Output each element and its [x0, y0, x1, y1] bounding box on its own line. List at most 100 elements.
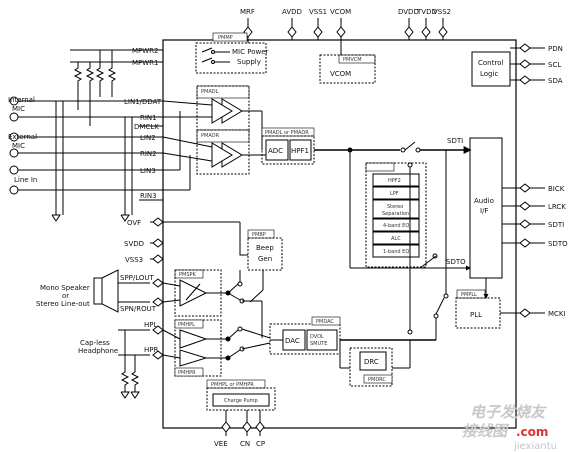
dsp-hpf2	[372, 173, 420, 187]
dsp-tag	[365, 162, 395, 172]
audio-if-label-2: I/F	[480, 207, 488, 215]
top-pins	[243, 18, 448, 55]
pmpll-tag-label: PMPLL	[461, 292, 477, 298]
audio-if-label-1: Audio	[474, 197, 494, 205]
pin-hpr: HPR	[144, 346, 158, 354]
input-amps	[162, 85, 266, 191]
dsp-eq4-label: 4-band EQ	[383, 223, 409, 229]
pin-lin3: LIN3	[140, 167, 156, 175]
hp-amp-block	[174, 319, 222, 377]
mic-power-switches	[201, 40, 249, 64]
pll-block	[455, 297, 501, 329]
pmadr-tag-label: PMADR	[201, 133, 220, 139]
pin-vss2: VSS2	[433, 8, 451, 16]
pin-cn: CN	[240, 440, 250, 448]
pmhpl-tag	[174, 319, 204, 329]
pin-svdd: SVDD	[124, 240, 144, 248]
external-mic-label-1: External	[8, 133, 37, 141]
pmhpl-tag-label: PMHPL	[178, 322, 195, 328]
sdti-path-label: SDTI	[447, 137, 463, 145]
sdto-path-label: SDTO	[446, 258, 466, 266]
adc-hpf-group	[261, 135, 315, 165]
dsp-alc	[372, 231, 420, 245]
dsp-eq1-label: 1-band EQ	[383, 249, 409, 255]
mic-jacks	[9, 96, 139, 195]
dsp-alc-label: ALC	[391, 236, 401, 242]
pin-sda: SDA	[548, 77, 563, 85]
pin-spn: SPN/ROUT	[120, 305, 157, 313]
hpf1-label: HPF1	[291, 147, 309, 155]
pmdrc-tag	[363, 374, 393, 384]
mic-power-block	[195, 42, 267, 74]
beep-gen-label-1: Beep	[256, 244, 274, 252]
pin-sdti: SDTI	[548, 221, 564, 229]
pll-label: PLL	[470, 311, 482, 319]
vcom-block	[319, 54, 376, 84]
headphone-label-1: Cap-less	[80, 339, 110, 347]
pin-vss3: VSS3	[125, 256, 143, 264]
pin-mpwr1: MPWR1	[132, 59, 159, 67]
speaker-label-3: Stereo Line-out	[36, 300, 90, 308]
drc-label: DRC	[364, 358, 379, 366]
pmspk-tag-label: PMSPK	[179, 272, 197, 278]
mic-bias-resistors	[51, 49, 163, 222]
pin-lrck: LRCK	[548, 203, 566, 211]
mic-power-label-1: MIC Power	[232, 48, 269, 56]
beep-gen-block	[247, 237, 283, 271]
mid-left-pins	[150, 217, 240, 264]
dsp-lpf	[372, 186, 420, 200]
external-mic-label-2: MIC	[12, 142, 25, 150]
pin-pdn: PDN	[548, 45, 563, 53]
internal-mic-label-1: Internal	[8, 96, 35, 104]
pin-vss1: VSS1	[309, 8, 327, 16]
dac-path	[270, 150, 449, 369]
pin-rin1: RIN1	[140, 114, 157, 122]
pin-mrf: MRF	[240, 8, 255, 16]
pin-rin3: RIN3	[140, 192, 157, 200]
headphone-wiring	[118, 325, 164, 399]
dvol-label-2: SMUTE	[310, 341, 327, 347]
pmhpr-tag-label: PMHPR	[178, 370, 196, 376]
watermark-line3: .com	[516, 425, 548, 439]
pin-tvdd: TVDD	[416, 8, 437, 16]
dsp-stereo	[372, 199, 420, 219]
drc-inner	[359, 351, 387, 371]
pin-mcki: MCKI	[548, 310, 566, 318]
watermark-line2: 接线图	[462, 422, 510, 440]
charge-pump-block	[206, 387, 276, 411]
pmmp-tag	[212, 32, 248, 42]
pin-dmclk: DMCLK	[134, 123, 159, 131]
dsp-lpf-label: LPF	[390, 191, 399, 197]
vcom-tag-label: PMVCM	[343, 57, 362, 63]
speaker-label-1: Mono Speaker	[40, 284, 90, 292]
chip-outline	[162, 39, 517, 429]
internal-mic-label-2: MIC	[12, 105, 25, 113]
pmbp-tag	[247, 229, 275, 239]
dsp-eq4	[372, 218, 420, 232]
pmadl-tag-label: PMADL	[201, 89, 219, 95]
pin-ovf: OVF	[127, 219, 141, 227]
pin-dvdd: DVDD	[398, 8, 419, 16]
pin-mpwr2: MPWR2	[132, 47, 159, 55]
hpf1-block	[289, 139, 312, 161]
cp-tag-label: PMHPL or PMHPR	[211, 382, 254, 388]
hpl-amp	[179, 329, 208, 349]
pmbp-tag-label: PMBP	[252, 232, 266, 238]
vcom-label: VCOM	[330, 70, 351, 78]
dsp-eq1	[372, 244, 420, 258]
pin-lin2: LIN2	[140, 134, 156, 142]
right-pins	[500, 43, 545, 318]
beep-gen-label-2: Gen	[258, 255, 272, 263]
pmmp-tag-label: PMMP	[218, 35, 233, 41]
adc-tag-label: PMADL or PMADR	[265, 130, 309, 136]
speaker-amp	[179, 279, 208, 307]
pmdrc-tag-label: PMDRC	[368, 377, 386, 383]
pin-lin1: LIN1/DDAT	[124, 98, 162, 106]
bottom-pins	[221, 410, 265, 436]
adc-block	[265, 139, 289, 161]
adc-label: ADC	[268, 147, 283, 155]
pin-sdto: SDTO	[548, 240, 568, 248]
control-logic-label-1: Control	[478, 59, 503, 67]
mic-power-label-2: Supply	[237, 58, 261, 66]
